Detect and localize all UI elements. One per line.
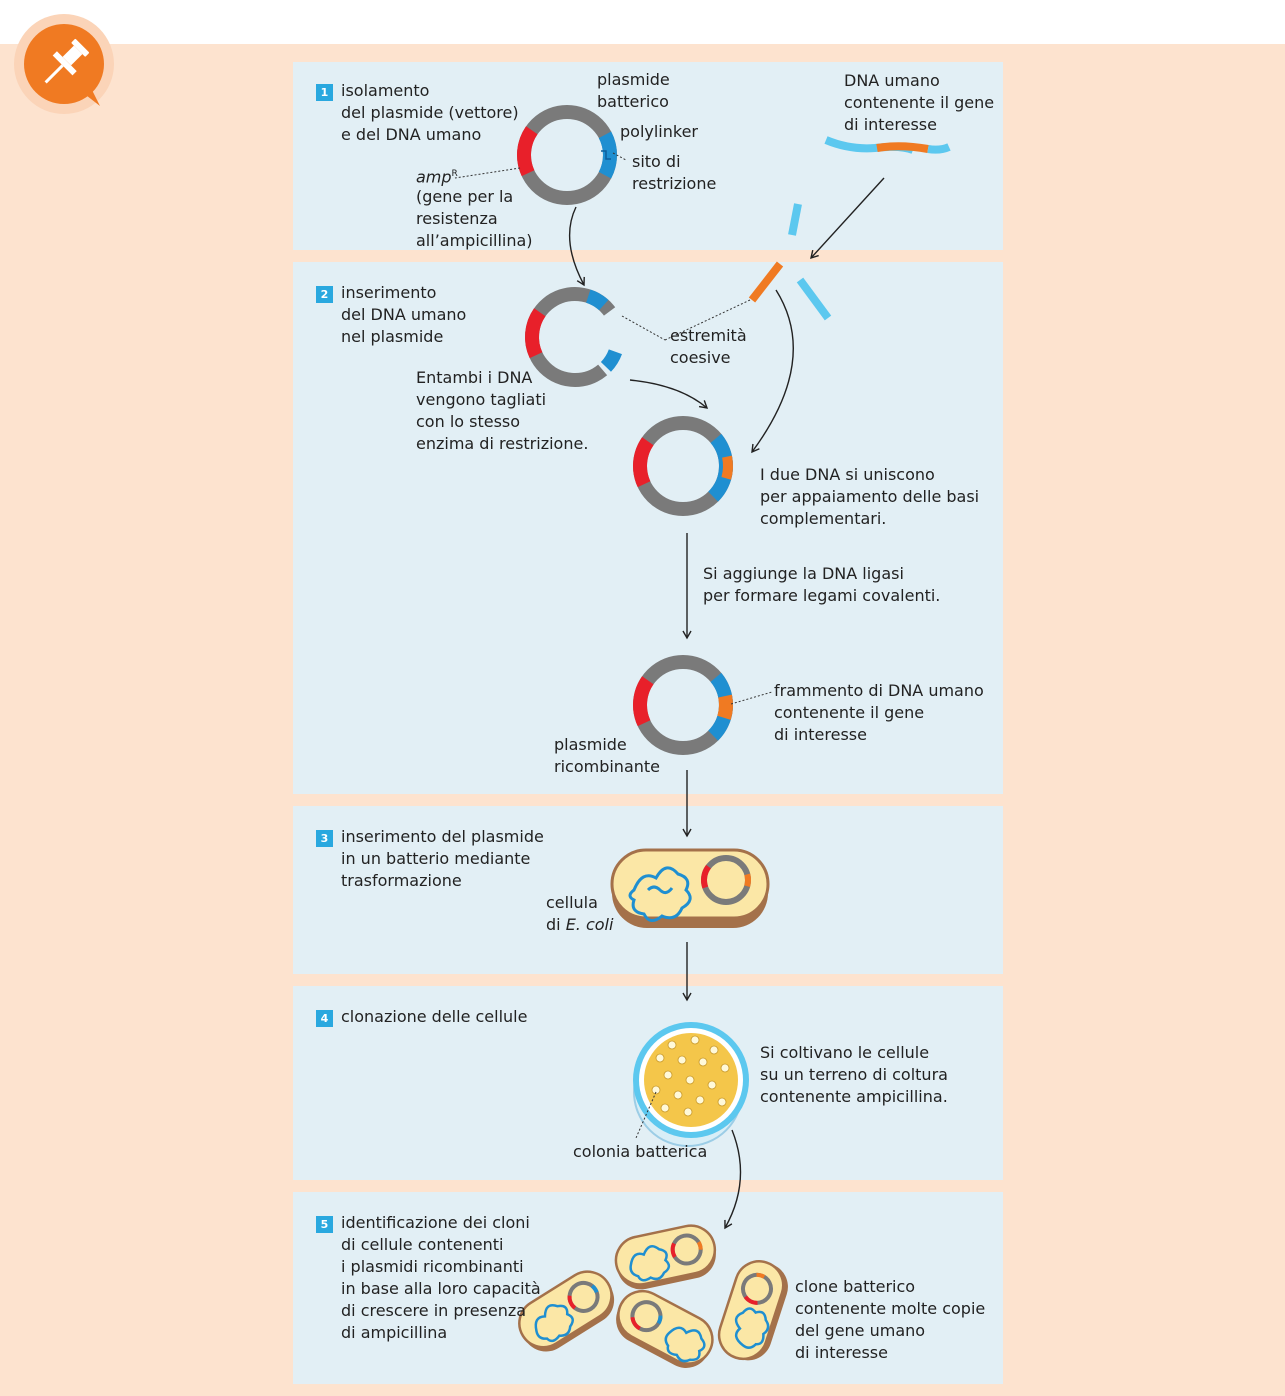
human-dna-label: contenente il gene bbox=[844, 93, 995, 112]
sticky-ends-label: coesive bbox=[670, 348, 731, 367]
step-1-title-line: del plasmide (vettore) bbox=[341, 103, 519, 122]
step-2-title-line: del DNA umano bbox=[341, 305, 467, 324]
amp-desc-label: resistenza bbox=[416, 209, 498, 228]
step-4-title-line: clonazione delle cellule bbox=[341, 1007, 528, 1026]
join-note: per appaiamento delle basi bbox=[760, 487, 980, 506]
step-3-number: 3 bbox=[316, 830, 333, 847]
step-5-title-line: i plasmidi ricombinanti bbox=[341, 1257, 524, 1276]
step-3-title-line: inserimento del plasmide bbox=[341, 827, 544, 846]
step-2-number: 2 bbox=[316, 286, 333, 303]
human-dna-label: di interesse bbox=[844, 115, 937, 134]
fragment-label: frammento di DNA umano bbox=[774, 681, 984, 700]
step-5-title-line: di crescere in presenza bbox=[341, 1301, 527, 1320]
step-5-number: 5 bbox=[316, 1216, 333, 1233]
culture-note: contenente ampicillina. bbox=[760, 1087, 948, 1106]
amp-gene-label: ampR bbox=[416, 163, 458, 188]
culture-note: su un terreno di coltura bbox=[760, 1065, 948, 1084]
plasmid-cut bbox=[525, 287, 625, 387]
panel-step-2 bbox=[293, 262, 1003, 794]
ligase-note: Si aggiunge la DNA ligasi bbox=[703, 564, 904, 583]
clone-cell bbox=[616, 1289, 714, 1368]
amp-gene-superscript: R bbox=[451, 169, 458, 179]
cut-note: Entambi i DNA bbox=[416, 368, 533, 387]
restriction-site-label: sito di bbox=[632, 152, 681, 171]
step-5-title-line: di ampicillina bbox=[341, 1323, 448, 1342]
cell-species-prefix: di bbox=[546, 915, 566, 934]
plasmid-joined bbox=[633, 416, 733, 516]
clone-cell bbox=[717, 1260, 788, 1361]
ligase-note: per formare legami covalenti. bbox=[703, 586, 941, 605]
step-1-title-line: e del DNA umano bbox=[341, 125, 482, 144]
amp-gene-name: amp bbox=[416, 167, 452, 187]
panel-step-1 bbox=[293, 62, 1003, 250]
clone-label: del gene umano bbox=[795, 1321, 926, 1340]
fragment-label: di interesse bbox=[774, 725, 867, 744]
restriction-site-label: restrizione bbox=[632, 174, 717, 193]
human-dna-label: DNA umano bbox=[844, 71, 940, 90]
ecoli-cell bbox=[610, 848, 770, 928]
clone-cell bbox=[518, 1270, 615, 1352]
join-note: I due DNA si uniscono bbox=[760, 465, 935, 484]
step-1-number: 1 bbox=[316, 84, 333, 101]
cut-note: vengono tagliati bbox=[416, 390, 547, 409]
amp-desc-label: (gene per la bbox=[416, 187, 514, 206]
fragment-label: contenente il gene bbox=[774, 703, 925, 722]
recombinant-label: ricombinante bbox=[554, 757, 660, 776]
clone-label: di interesse bbox=[795, 1343, 888, 1362]
step-3-title-line: in un batterio mediante bbox=[341, 849, 531, 868]
cell-species-name: E. coli bbox=[565, 915, 614, 934]
petri-dish bbox=[633, 1022, 749, 1147]
clone-label: contenente molte copie bbox=[795, 1299, 986, 1318]
pushpin-icon bbox=[14, 14, 114, 114]
clone-label: clone batterico bbox=[795, 1277, 916, 1296]
cell-species-label: di E. coli bbox=[546, 914, 613, 936]
step-3-title-line: trasformazione bbox=[341, 871, 462, 890]
cut-note: con lo stesso bbox=[416, 412, 521, 431]
amp-desc-label: all’ampicillina) bbox=[416, 231, 533, 250]
plasmid-label: batterico bbox=[597, 92, 669, 111]
step-5-title-line: identificazione dei cloni bbox=[341, 1213, 530, 1232]
colony-label: colonia batterica bbox=[573, 1142, 708, 1161]
recombinant-label: plasmide bbox=[554, 735, 627, 754]
clone-cell bbox=[614, 1224, 717, 1290]
cut-note: enzima di restrizione. bbox=[416, 434, 589, 453]
sticky-ends-label: estremità bbox=[670, 326, 747, 345]
join-note: complementari. bbox=[760, 509, 887, 528]
step-1-title-line: isolamento bbox=[341, 81, 430, 100]
step-2-title-line: inserimento bbox=[341, 283, 437, 302]
step-2-title-line: nel plasmide bbox=[341, 327, 444, 346]
polylinker-label: polylinker bbox=[620, 122, 699, 141]
plasmid-recombinant bbox=[633, 655, 733, 755]
human-dna-strand bbox=[824, 136, 951, 154]
culture-note: Si coltivano le cellule bbox=[760, 1043, 930, 1062]
step-5-title-line: in base alla loro capacità bbox=[341, 1279, 541, 1298]
plasmid-step1 bbox=[517, 105, 617, 205]
step-4-number: 4 bbox=[316, 1010, 333, 1027]
plasmid-label: plasmide bbox=[597, 70, 670, 89]
step-5-title-line: di cellule contenenti bbox=[341, 1235, 504, 1254]
cell-label: cellula bbox=[546, 893, 598, 912]
